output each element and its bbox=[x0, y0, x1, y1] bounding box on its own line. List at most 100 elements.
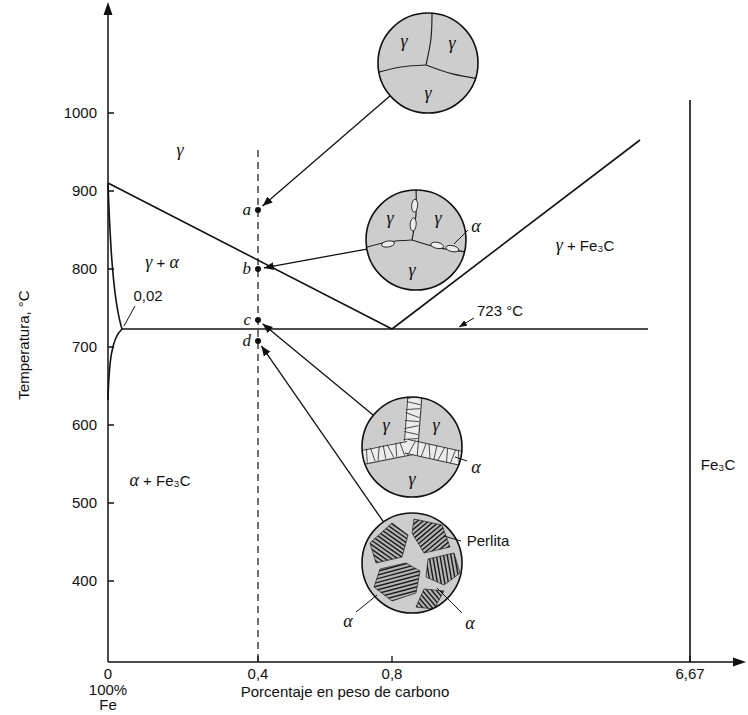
greek-letter: α bbox=[465, 613, 474, 633]
text-run: 100% bbox=[89, 681, 127, 698]
text-run: Temperatura, °C bbox=[15, 290, 32, 399]
micrograph-circle: γγγα bbox=[366, 190, 466, 290]
cementite-lamella bbox=[485, 501, 506, 619]
axis-arrow bbox=[733, 658, 746, 667]
alpha-grain bbox=[400, 442, 405, 455]
text-run: 1000 bbox=[64, 104, 97, 121]
text-run: 6,67 bbox=[675, 665, 704, 682]
axis-ticks bbox=[258, 656, 690, 662]
tick-label: 800 bbox=[72, 260, 97, 278]
phase-label: γ bbox=[176, 141, 183, 160]
cementite-lamella bbox=[380, 494, 472, 571]
tick-label: 0,4 bbox=[248, 665, 269, 683]
cementite-lamella bbox=[435, 516, 512, 608]
phase-symbol: γ bbox=[408, 470, 415, 489]
phase-symbol: α bbox=[471, 458, 480, 477]
alpha-boundary bbox=[108, 183, 122, 329]
cementite-lamella bbox=[352, 461, 444, 538]
cementite-lamella bbox=[482, 502, 503, 620]
cementite-lamella bbox=[352, 610, 468, 641]
cementite-lamella bbox=[418, 513, 439, 631]
text-run: 0,4 bbox=[248, 665, 269, 682]
alpha-grain bbox=[410, 218, 417, 231]
cementite-lamella bbox=[369, 572, 446, 664]
text-run: 723 °C bbox=[477, 302, 523, 319]
point-letter: a bbox=[243, 202, 252, 218]
greek-letter: γ bbox=[386, 208, 393, 228]
phase-label: Fe₃C bbox=[701, 456, 735, 474]
cementite-lamella bbox=[350, 588, 427, 680]
leader-line bbox=[455, 457, 467, 461]
phase-label: γ + α bbox=[145, 253, 179, 272]
cementite-lamella bbox=[347, 590, 424, 682]
cementite-lamella bbox=[366, 574, 443, 666]
micrograph-circle: γγγα bbox=[362, 397, 462, 497]
greek-letter: α bbox=[471, 216, 480, 236]
text-run: Porcentaje en peso de carbono bbox=[241, 683, 449, 700]
cementite-lamella bbox=[373, 486, 465, 563]
cementite-lamella bbox=[329, 523, 445, 554]
micrograph-outline bbox=[362, 513, 462, 613]
cementite-lamella bbox=[362, 472, 454, 549]
alpha-grain bbox=[406, 413, 420, 418]
cementite-lamella bbox=[353, 492, 451, 561]
composition-note: 0,02 bbox=[133, 287, 162, 305]
micrograph-ground bbox=[378, 13, 478, 113]
phase-symbol: γ bbox=[424, 84, 431, 103]
tick-label: 6,67 bbox=[675, 665, 704, 683]
cementite-lamella bbox=[372, 569, 449, 661]
temperature-axis bbox=[107, 12, 109, 662]
phase-label: γ + Fe₃C bbox=[556, 236, 615, 255]
alpha-grain bbox=[434, 446, 437, 460]
point-letter: c bbox=[243, 312, 251, 328]
state-point: c bbox=[234, 312, 262, 328]
cementite-lamella bbox=[342, 572, 458, 603]
cementite-lamella bbox=[350, 603, 466, 634]
cementite-lamella bbox=[349, 600, 465, 631]
cementite-lamella bbox=[391, 553, 468, 645]
alpha-grain bbox=[406, 402, 420, 405]
cementite-lamella bbox=[471, 503, 492, 621]
alpha-grain bbox=[387, 444, 394, 457]
grain-boundary bbox=[376, 65, 426, 73]
cementite-lamella bbox=[326, 513, 442, 544]
alpha-grain bbox=[370, 448, 375, 461]
alpha-grain bbox=[421, 443, 426, 456]
phase-symbol: γ bbox=[400, 32, 407, 51]
cementite-lamella bbox=[385, 558, 462, 650]
alloy-line bbox=[257, 150, 258, 662]
phase-symbol: γ bbox=[432, 416, 439, 435]
alpha-grain bbox=[405, 421, 419, 422]
greek-letter: γ bbox=[432, 415, 439, 435]
text-run: 0 bbox=[104, 665, 112, 682]
pointer-line bbox=[263, 96, 391, 206]
cementite-lamella bbox=[457, 506, 478, 624]
micrograph bbox=[366, 190, 466, 290]
cementite-lamella bbox=[460, 505, 481, 623]
microstructure bbox=[376, 11, 480, 79]
phase-symbol: γ bbox=[434, 209, 441, 228]
cementite-lamella bbox=[324, 533, 422, 602]
greek-letter: γ bbox=[448, 33, 455, 53]
alpha-grain bbox=[445, 244, 459, 253]
axis-title: Porcentaje en peso de carbono bbox=[241, 683, 449, 701]
greek-letter: γ bbox=[382, 415, 389, 435]
alpha-grain bbox=[383, 445, 386, 459]
greek-letter: γ bbox=[424, 83, 431, 103]
greek-letter: γ bbox=[400, 31, 407, 51]
alpha-grain bbox=[429, 444, 431, 459]
cementite-lamella bbox=[432, 518, 509, 610]
cementite-lamella bbox=[410, 537, 487, 629]
cementite-lamella bbox=[355, 464, 447, 541]
grain-boundary bbox=[426, 11, 432, 65]
alpha-grain bbox=[411, 199, 418, 212]
text-run: 0,8 bbox=[382, 665, 403, 682]
axis-title: Temperatura, °C bbox=[15, 290, 33, 399]
alpha-grain bbox=[354, 451, 357, 465]
eutectoid-line bbox=[122, 328, 648, 330]
grain-boundary bbox=[412, 240, 468, 252]
cementite-lamella bbox=[399, 546, 476, 638]
text-run: 800 bbox=[72, 260, 97, 277]
greek-letter: γ bbox=[556, 235, 563, 255]
